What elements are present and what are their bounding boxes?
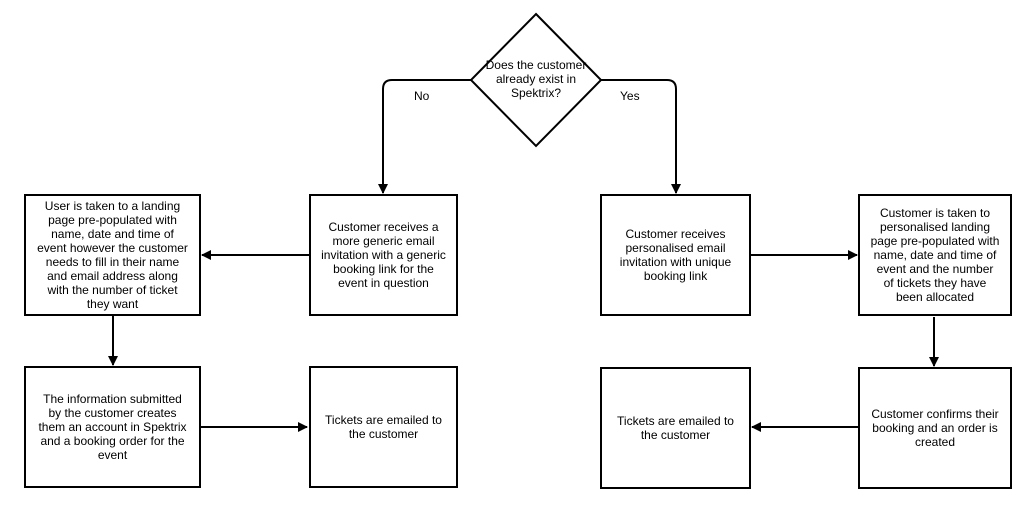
tickets-emailed-right-text: Tickets are emailed to the customer xyxy=(617,414,734,442)
personal-email-text: Customer receives personalised email inv… xyxy=(619,227,732,283)
generic-landing-box: User is taken to a landing page pre-popu… xyxy=(24,194,201,316)
arrow-no-branch xyxy=(378,79,471,194)
account-created-box: The information submitted by the custome… xyxy=(24,366,201,488)
personal-landing-box: Customer is taken to personalised landin… xyxy=(858,194,1012,316)
account-created-text: The information submitted by the custome… xyxy=(38,392,187,462)
tickets-emailed-left-text: Tickets are emailed to the customer xyxy=(325,413,442,441)
tickets-emailed-left-box: Tickets are emailed to the customer xyxy=(309,366,458,488)
personal-landing-text: Customer is taken to personalised landin… xyxy=(870,206,1000,304)
generic-email-text: Customer receives a more generic email i… xyxy=(321,220,446,290)
generic-email-box: Customer receives a more generic email i… xyxy=(309,194,458,316)
order-created-text: Customer confirms their booking and an o… xyxy=(871,407,999,449)
generic-landing-text: User is taken to a landing page pre-popu… xyxy=(37,199,188,311)
decision-label: Does the customer already exist in Spekt… xyxy=(485,58,587,100)
arrow-yes-branch xyxy=(601,79,681,194)
personal-email-box: Customer receives personalised email inv… xyxy=(600,194,751,316)
tickets-emailed-right-box: Tickets are emailed to the customer xyxy=(600,367,751,489)
order-created-box: Customer confirms their booking and an o… xyxy=(858,367,1012,489)
decision-diamond xyxy=(469,12,603,148)
yes-branch-label: Yes xyxy=(620,89,640,103)
no-branch-label: No xyxy=(414,89,430,103)
